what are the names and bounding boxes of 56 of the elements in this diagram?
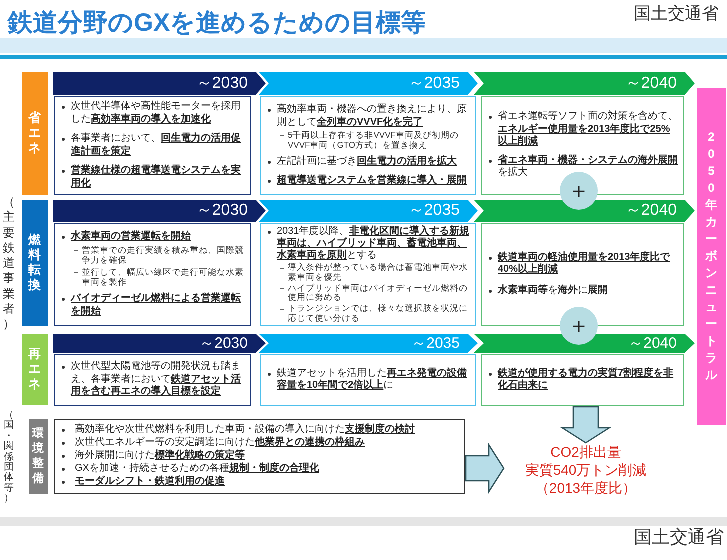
side-label: （国・関係団体等） [3,411,15,505]
content-box [481,354,684,406]
bullet-text: GXを加速・持続させるための各種規制・制度の合理化 [55,463,461,476]
year-header: ～2030 [53,334,266,353]
year-header: ～2040 [474,334,695,353]
category-tag: 省エネ [22,72,48,195]
sub-bullet-text: 導入条件が整っている場合は蓄電池車両や水素車両を優先 [261,263,472,282]
sub-bullet-text: 5千両以上存在する非VVVF車両及び初期のVVVF車両（GTO方式）を置き換え [261,130,472,150]
bullet-text: 海外展開に向けた標準化戦略の策定等 [55,450,461,463]
bullet-text: 高効率車両・機器への置き換えにより、原則として全列車のVVVF化を完了 [261,104,472,129]
bullet-text: 各事業者において、回生電力の活用促進計画を策定 [55,133,247,158]
sub-bullet-text: トランジションでは、様々な選択肢を状況に応じて使い分ける [261,304,472,324]
bullet-text: 次世代エネルギー等の安定調達に向けた他業界との連携の枠組み [55,437,461,450]
bullet-text: 次世代型太陽電池等の開発状況も踏まえ、各事業者において鉄道アセット活用を含む再エネの導入目標を設定 [55,361,247,399]
result-text: CO2排出量 実質540万トン削減 （2013年度比） [504,443,668,499]
sub-bullet-text: 並行して、幅広い線区で走行可能な水素車両を製作 [55,267,247,288]
bullet-text: 超電導送電システムを営業線に導入・展開 [261,174,472,187]
bullet-text: 鉄道アセットを活用した再エネ発電の設備容量を10年間で2倍以上に [261,368,472,392]
title: 鉄道分野のGXを進めるための目標等 [8,8,426,38]
content-box [54,96,251,195]
category-tag: 再エネ [22,334,48,405]
year-header: ～2040 [474,72,695,95]
bullet-text: 水素車両の営業運転を開始 [55,230,247,244]
year-header: ～2030 [53,200,266,222]
category-tag: 燃料転換 [22,200,48,326]
content-box [54,419,465,494]
year-header: ～2035 [259,200,478,222]
bullet-text: 鉄道が使用する電力の実質7割程度を非化石由来に [482,368,680,392]
organization-name: 国土交通省 [634,528,724,548]
side-label: （主要鉄道事業者） [2,195,16,333]
year-header: ～2030 [53,72,266,95]
content-box [260,223,476,326]
content-box [54,223,251,326]
bullet-text: 次世代半導体や高性能モーターを採用した高効率車両の導入を加速化 [55,101,247,126]
block-arrow [560,406,612,444]
content-box [260,354,476,406]
year-header: ～2035 [259,334,478,353]
year-header: ～2040 [474,200,695,222]
category-tag: 環境整備 [29,419,48,494]
bullet-text: 鉄道車両の軽油使用量を2013年度比で40%以上削減 [482,252,680,277]
bullet-text: 2031年度以降、非電化区間に導入する新規車両は、ハイブリッド車両、蓄電池車両、水素車両を原則とする [261,226,472,262]
sub-bullet-text: ハイブリッド車両はバイオディーゼル燃料の使用に努める [261,284,472,303]
bullet-text: 水素車両等を海外に展開 [482,284,680,298]
block-arrow [465,442,505,494]
bullet-text: 営業線仕様の超電導送電システムを実用化 [55,165,247,190]
bullet-text: モーダルシフト・鉄道利用の促進 [55,476,461,489]
goal-bar: 2050年カーボンニュートラル [697,88,726,425]
bullet-text: 高効率化や次世代燃料を利用した車両・設備の導入に向けた支援制度の検討 [55,424,461,437]
bullet-text: 省エネ運転等ソフト面の対策を含めて、エネルギー使用量を2013年度比で25%以上削減 [482,111,680,149]
content-box [260,96,476,195]
bullet-text: 左記計画に基づき回生電力の活用を拡大 [261,156,472,168]
content-box [54,354,251,406]
bullet-text: バイオディーゼル燃料による営業運転を開始 [55,293,247,318]
organization-name: 国土交通省 [634,5,719,24]
sub-bullet-text: 営業車での走行実績を積み重ね、国際競争力を確保 [55,245,247,266]
year-header: ～2035 [259,72,478,95]
